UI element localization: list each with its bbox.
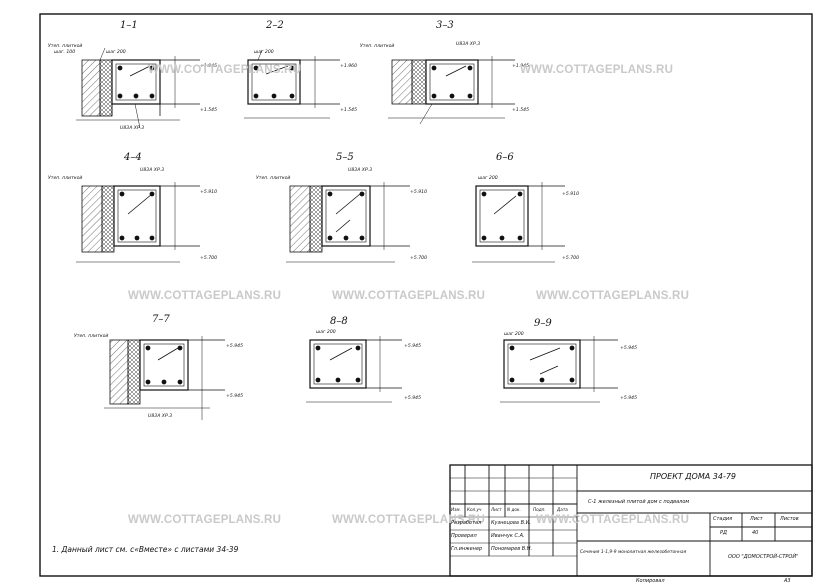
label-insulation-4: Утеп. плиткой <box>48 176 83 181</box>
stamp-sheet-number: 40 <box>752 530 759 536</box>
section-3-3 <box>388 56 515 125</box>
section-2-2 <box>244 49 340 119</box>
sheet-frame <box>39 13 813 577</box>
stamp-stage-label: Стадия <box>713 516 733 522</box>
section-7-7 <box>104 336 225 420</box>
stamp-organization: ООО "ДОМОСТРОЙ-СТРОЙ" <box>728 554 799 560</box>
stamp-col-podp: Подп. <box>533 507 546 512</box>
label-mesh-7: U83A ХР.3 <box>148 414 173 419</box>
section-title-7-7: 7–7 <box>152 314 170 325</box>
watermark: WWW.COTTAGEPLANS.RU <box>128 290 282 302</box>
sheet-note: 1. Данный лист см. с«Вместе» с листами 3… <box>52 545 239 554</box>
label-elev-3b: +1.545 <box>512 108 530 113</box>
watermark: WWW.COTTAGEPLANS.RU <box>520 64 674 76</box>
section-title-4-4: 4–4 <box>124 152 142 163</box>
section-8-8 <box>306 336 402 403</box>
label-insulation-1: Утеп. плиткой <box>48 44 83 49</box>
label-elev-1b: +1.545 <box>200 108 218 113</box>
stamp-project-title: ПРОЕКТ ДОМА 34-79 <box>650 472 737 481</box>
label-elev-2a: +1.960 <box>340 64 358 69</box>
label-elev-7a: +5.945 <box>226 344 244 349</box>
section-5-5 <box>286 182 410 263</box>
section-title-2-2: 2–2 <box>266 20 284 31</box>
stamp-copied-label: Копировал <box>636 578 665 584</box>
label-elev-8b: +5.945 <box>404 396 422 401</box>
label-elev-6a: +5.910 <box>562 192 580 197</box>
label-insulation-step-1: шаг. 100 <box>54 50 76 55</box>
section-title-5-5: 5–5 <box>336 152 354 163</box>
stamp-description-1: С-1 железный плитой дом с подвалом <box>588 499 690 505</box>
section-title-9-9: 9–9 <box>534 318 552 329</box>
label-elev-7b: +5.945 <box>226 394 244 399</box>
label-insulation-5: Утеп. плиткой <box>256 176 291 181</box>
watermark: WWW.COTTAGEPLANS.RU <box>536 514 690 526</box>
label-rebar-step-8: шаг 200 <box>316 330 336 335</box>
section-4-4 <box>76 182 200 263</box>
label-elev-9a: +5.945 <box>620 346 638 351</box>
label-elev-9b: +5.945 <box>620 396 638 401</box>
section-1-1 <box>76 47 200 129</box>
label-rebar-step-9: шаг 200 <box>504 332 524 337</box>
title-block <box>449 464 813 577</box>
stamp-col-kol: Кол.уч <box>467 507 482 512</box>
label-elev-4a: +5.910 <box>200 190 218 195</box>
label-insulation-7: Утеп. плиткой <box>74 334 109 339</box>
label-mesh-1: U83A ХР.3 <box>120 126 145 131</box>
stamp-name: Иванчук С.А. <box>491 533 525 539</box>
stamp-role: Разработал <box>451 520 482 526</box>
label-rebar-step-2: шаг 200 <box>254 50 274 55</box>
label-mesh-4: U83A ХР.3 <box>140 168 165 173</box>
stamp-col-izm: Изм. <box>451 507 461 512</box>
label-elev-2b: +1.545 <box>340 108 358 113</box>
label-insulation-3: Утеп. плиткой <box>360 44 395 49</box>
section-title-6-6: 6–6 <box>496 152 514 163</box>
stamp-name: Пономарев В.Н. <box>491 546 533 552</box>
stamp-role: Проверил <box>451 533 477 539</box>
stamp-format: А3 <box>784 578 791 584</box>
stamp-col-list: Лист <box>491 507 502 512</box>
stamp-stage: РД <box>720 530 727 536</box>
watermark: WWW.COTTAGEPLANS.RU <box>332 290 486 302</box>
label-elev-5a: +5.910 <box>410 190 428 195</box>
section-9-9 <box>500 336 618 403</box>
stamp-col-data: Дата <box>557 507 568 512</box>
label-elev-3a: +1.945 <box>512 64 530 69</box>
label-mesh-3: U83A ХР.3 <box>456 42 481 47</box>
label-rebar-step-1: шаг 200 <box>106 50 126 55</box>
stamp-role: Гл.инженер <box>451 546 483 552</box>
watermark: WWW.COTTAGEPLANS.RU <box>128 514 282 526</box>
label-elev-4b: +5.700 <box>200 256 218 261</box>
stamp-sheet-label: Лист <box>750 516 763 522</box>
watermark: WWW.COTTAGEPLANS.RU <box>536 290 690 302</box>
stamp-description-2: Сечения 1-1,9-9 монолитная железобетонна… <box>580 550 687 555</box>
label-elev-5b: +5.700 <box>410 256 428 261</box>
section-6-6 <box>472 182 565 263</box>
stamp-col-ndok: N док. <box>507 507 521 512</box>
label-elev-1a: +1.945 <box>200 64 218 69</box>
watermark: WWW.COTTAGEPLANS.RU <box>148 64 302 76</box>
label-elev-8a: +5.945 <box>404 344 422 349</box>
label-mesh-5: U83A ХР.3 <box>348 168 373 173</box>
label-rebar-step-6: шаг 200 <box>478 176 498 181</box>
stamp-sheets-label: Листов <box>780 516 799 522</box>
label-elev-6b: +5.700 <box>562 256 580 261</box>
section-title-1-1: 1–1 <box>120 20 138 31</box>
section-title-8-8: 8–8 <box>330 316 348 327</box>
section-title-3-3: 3–3 <box>436 20 454 31</box>
stamp-name: Кузнецова В.И. <box>491 520 531 526</box>
watermark: WWW.COTTAGEPLANS.RU <box>332 514 486 526</box>
